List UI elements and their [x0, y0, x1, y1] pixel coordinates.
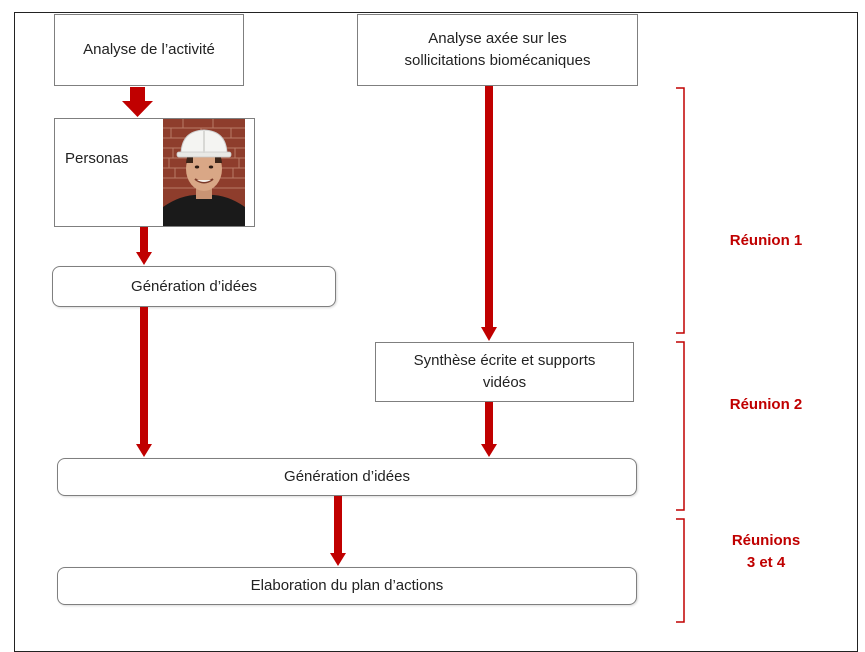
analyse-biomecanique-label-line2: sollicitations biomécaniques: [404, 52, 591, 69]
reunions-3-4-label: Réunions 3 et 4: [706, 530, 826, 574]
synthese-box: Synthèse écrite et supports vidéos: [375, 342, 634, 402]
personas-box: Personas: [54, 118, 255, 227]
reunion-1-text: Réunion 1: [729, 232, 803, 249]
generation-idees-1-label: Génération d’idées: [131, 277, 257, 295]
reunions-3-4-text-line1: Réunions: [731, 532, 801, 549]
generation-idees-2-box: Génération d’idées: [57, 458, 637, 496]
plan-actions-box: Elaboration du plan d’actions: [57, 567, 637, 605]
analyse-activite-label: Analyse de l’activité: [83, 41, 215, 58]
generation-idees-1-box: Génération d’idées: [52, 266, 336, 307]
synthese-label-line2: vidéos: [482, 374, 527, 391]
synthese-label-line1: Synthèse écrite et supports: [413, 352, 596, 369]
reunion-2-text: Réunion 2: [729, 396, 803, 413]
analyse-activite-box: Analyse de l’activité: [54, 14, 244, 86]
analyse-biomecanique-box: Analyse axée sur les sollicitations biom…: [357, 14, 638, 86]
reunion-2-label: Réunion 2: [706, 394, 826, 416]
analyse-biomecanique-label-line1: Analyse axée sur les: [428, 30, 567, 47]
personas-label: Personas: [65, 150, 129, 167]
reunions-3-4-text-line2: 3 et 4: [746, 554, 786, 571]
generation-idees-2-label: Génération d’idées: [284, 468, 410, 485]
plan-actions-label: Elaboration du plan d’actions: [250, 577, 444, 594]
persona-photo: [163, 119, 245, 226]
reunion-1-label: Réunion 1: [706, 230, 826, 252]
